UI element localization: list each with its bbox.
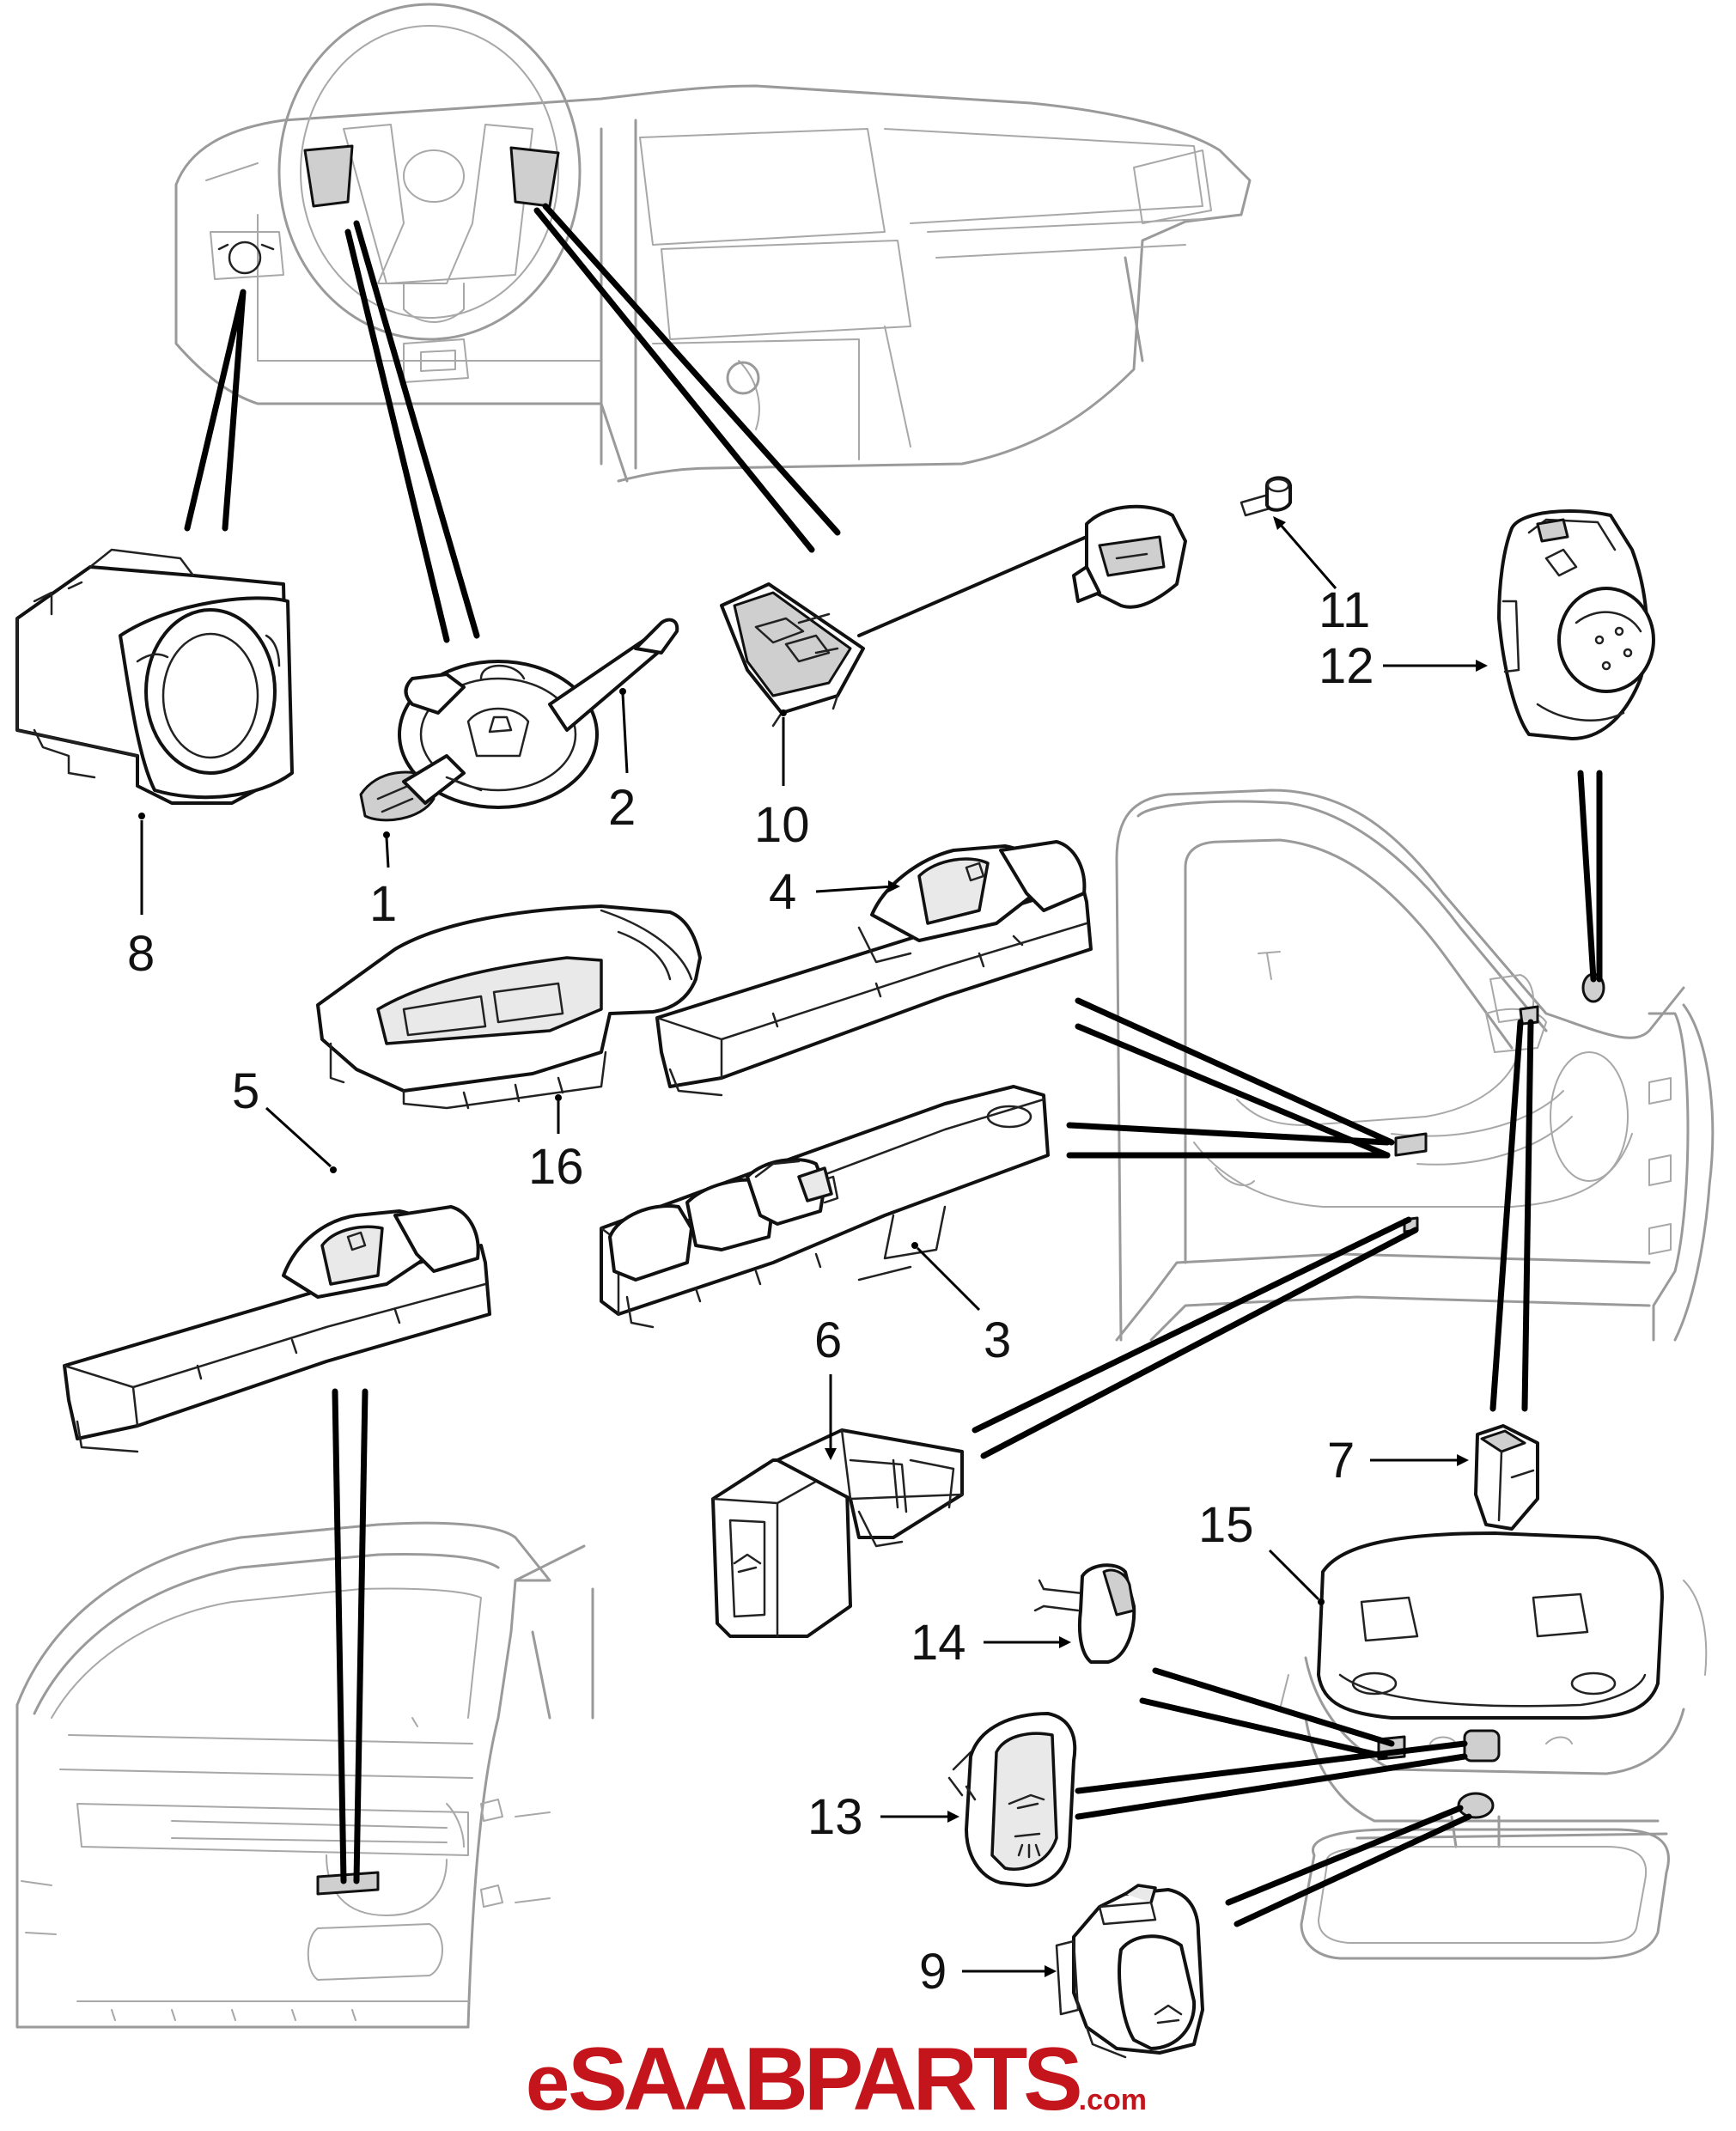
logo-prefix: e bbox=[526, 2039, 570, 2127]
callout-5: 5 bbox=[232, 1063, 259, 1119]
callout-7: 7 bbox=[1327, 1433, 1355, 1489]
front-door-illustration bbox=[1115, 788, 1715, 1342]
callout-3: 3 bbox=[984, 1312, 1011, 1368]
rear-door-illustration bbox=[15, 1521, 594, 2029]
part-13-interior-light-switch bbox=[947, 1712, 1077, 1887]
callout-4: 4 bbox=[769, 864, 796, 920]
part-10-steering-wheel-switch bbox=[720, 504, 1187, 728]
part-4-window-switch bbox=[655, 840, 1093, 1097]
callout-9: 9 bbox=[919, 1944, 947, 2000]
callout-2: 2 bbox=[608, 780, 636, 836]
esaabparts-logo[interactable]: eSAABPARTS.com bbox=[526, 2029, 1147, 2129]
part-9-sunroof-switch bbox=[1055, 1884, 1204, 2059]
part-3-driver-window-switch-pack bbox=[600, 1085, 1050, 1329]
part-16-switch-panel-bezel bbox=[316, 904, 702, 1110]
logo-suffix: PARTS bbox=[803, 2030, 1083, 2129]
logo-tld: .com bbox=[1078, 2084, 1147, 2116]
callout-15: 15 bbox=[1198, 1497, 1254, 1553]
part-15-overhead-console bbox=[1279, 1531, 1708, 1960]
logo-brand: SAAB bbox=[568, 2030, 808, 2129]
part-14-rocker-switch bbox=[1033, 1563, 1136, 1664]
part-8-headlight-switch bbox=[15, 548, 294, 805]
part-7-fuel-door-switch bbox=[1474, 1424, 1539, 1531]
callout-13: 13 bbox=[807, 1789, 863, 1845]
leader-lines bbox=[138, 516, 1488, 1977]
console-pointers bbox=[1075, 1667, 1472, 1927]
callout-10: 10 bbox=[754, 797, 810, 853]
part-11-screw bbox=[1240, 476, 1292, 517]
part-2-stalk-switch-assembly bbox=[359, 618, 679, 822]
part-6-trunk-release-switch bbox=[711, 1428, 964, 1638]
callout-16: 16 bbox=[528, 1139, 584, 1195]
callout-12: 12 bbox=[1319, 638, 1374, 694]
part-5-rear-window-switch bbox=[63, 1205, 491, 1453]
callout-labels: 1 2 3 4 5 6 7 8 9 10 11 12 13 14 15 16 bbox=[127, 582, 1374, 2000]
dashboard-illustration bbox=[174, 3, 1252, 483]
callout-6: 6 bbox=[814, 1312, 842, 1368]
callout-11: 11 bbox=[1319, 582, 1370, 638]
part-12-mirror-switch bbox=[1497, 509, 1655, 740]
door-pointers bbox=[972, 770, 1603, 1459]
dashboard-pointers bbox=[184, 203, 841, 643]
callout-8: 8 bbox=[127, 926, 155, 982]
callout-1: 1 bbox=[369, 876, 397, 932]
callout-14: 14 bbox=[911, 1615, 966, 1671]
rear-door-pointers bbox=[332, 1388, 369, 1884]
